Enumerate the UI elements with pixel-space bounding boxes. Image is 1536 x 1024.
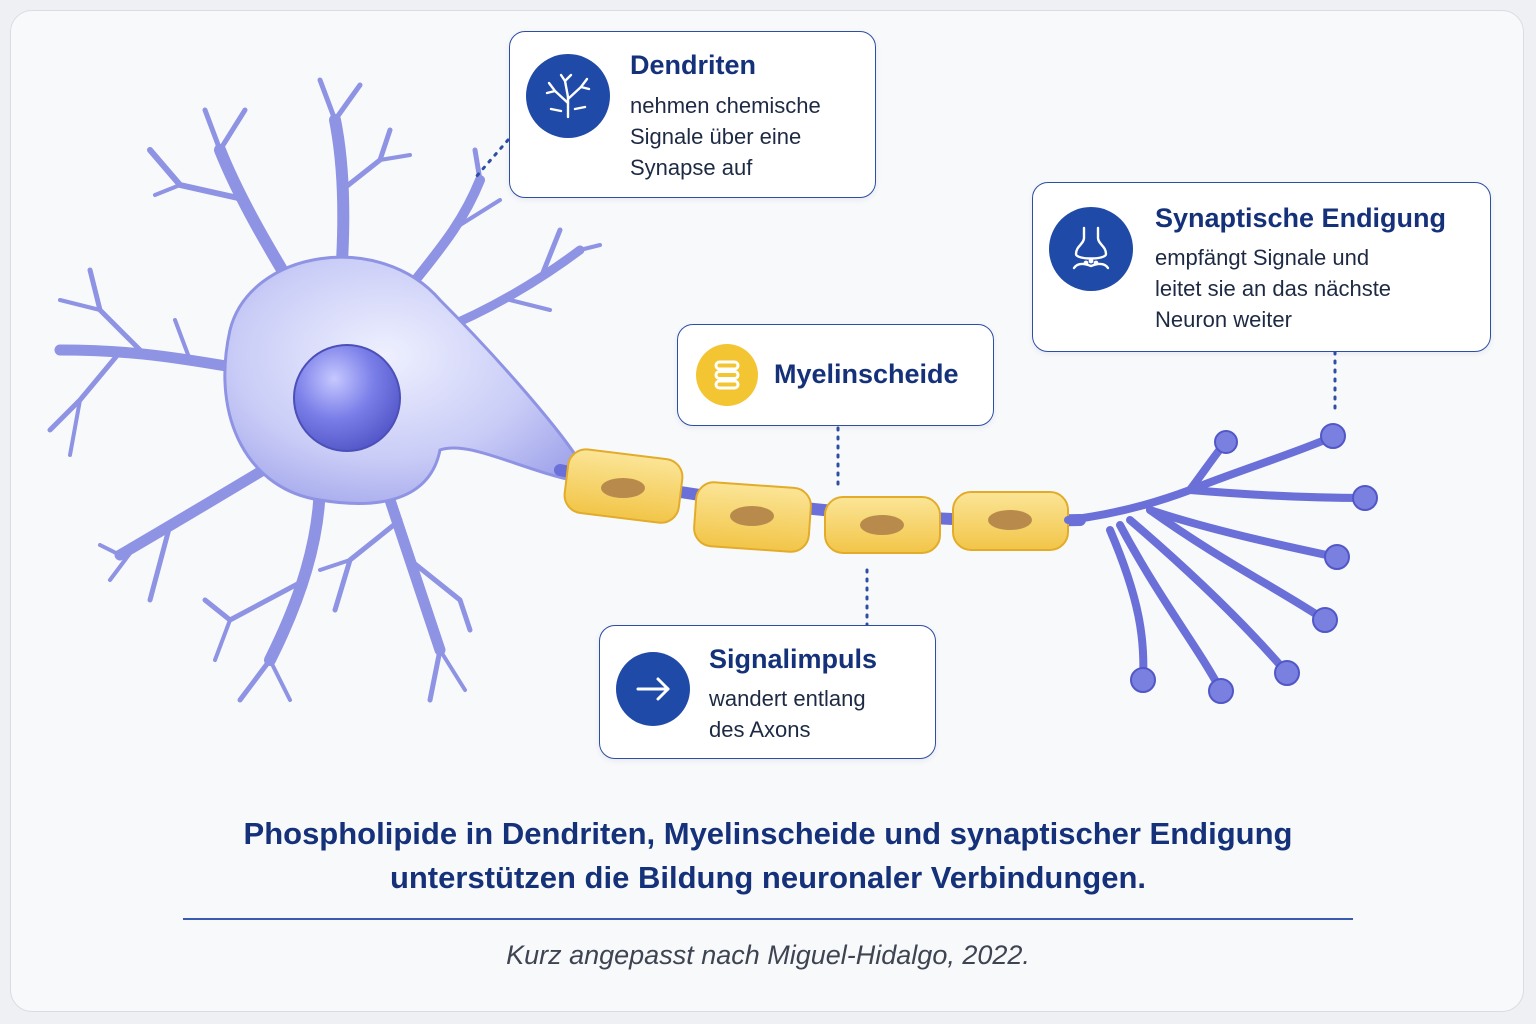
- signal-callout: Signalimpuls wandert entlang des Axons: [599, 625, 936, 759]
- figure-caption: Phospholipide in Dendriten, Myelinscheid…: [0, 812, 1536, 900]
- axon-terminals: [1064, 433, 1368, 695]
- caption-line: unterstützen die Bildung neuronaler Verb…: [389, 860, 1147, 895]
- arrow-right-icon: [616, 652, 690, 726]
- myelin-cell-nucleus: [860, 515, 904, 535]
- synapse-callout: Synaptische Endigung empfängt Signale un…: [1032, 182, 1491, 352]
- dendrites-callout: Dendriten nehmen chemische Signale über …: [509, 31, 876, 198]
- dendrites-line: Synapse auf: [630, 155, 753, 180]
- dendrites-title: Dendriten: [630, 50, 757, 80]
- caption-line: Phospholipide in Dendriten, Myelinscheid…: [243, 816, 1293, 851]
- dendrites-line: nehmen chemische: [630, 93, 821, 118]
- signal-line: des Axons: [709, 717, 811, 742]
- myelin-layers-icon: [696, 344, 758, 406]
- leader-lines: [473, 138, 1337, 627]
- cell-body: [223, 255, 582, 505]
- myelin-cell-nucleus: [601, 478, 645, 498]
- synapse-line: Neuron weiter: [1155, 307, 1292, 332]
- source-citation: Kurz angepasst nach Miguel-Hidalgo, 2022…: [506, 940, 1030, 970]
- signal-title: Signalimpuls: [709, 644, 878, 674]
- synapse-line: empfängt Signale und: [1155, 245, 1370, 270]
- dendrites-line: Signale über eine: [630, 124, 802, 149]
- synapse-terminal-icon: [1049, 207, 1133, 291]
- divider: [183, 918, 1353, 920]
- signal-description: wandert entlang des Axons: [709, 683, 866, 745]
- synapse-description: empfängt Signale und leitet sie an das n…: [1155, 242, 1391, 335]
- dendrites-description: nehmen chemische Signale über eine Synap…: [630, 90, 821, 183]
- nucleus: [293, 344, 401, 452]
- myelin-sheath: [563, 448, 1069, 554]
- terminal-buttons: [1130, 423, 1378, 704]
- myelin-title: Myelinscheide: [774, 359, 959, 389]
- signal-line: wandert entlang: [709, 686, 866, 711]
- myelin-cell-nucleus: [988, 510, 1032, 530]
- dendrite-tree-icon: [526, 54, 610, 138]
- myelin-cell-nucleus: [730, 506, 774, 526]
- synapse-title: Synaptische Endigung: [1155, 203, 1447, 233]
- myelin-callout: Myelinscheide: [677, 324, 994, 426]
- synapse-line: leitet sie an das nächste: [1155, 276, 1392, 301]
